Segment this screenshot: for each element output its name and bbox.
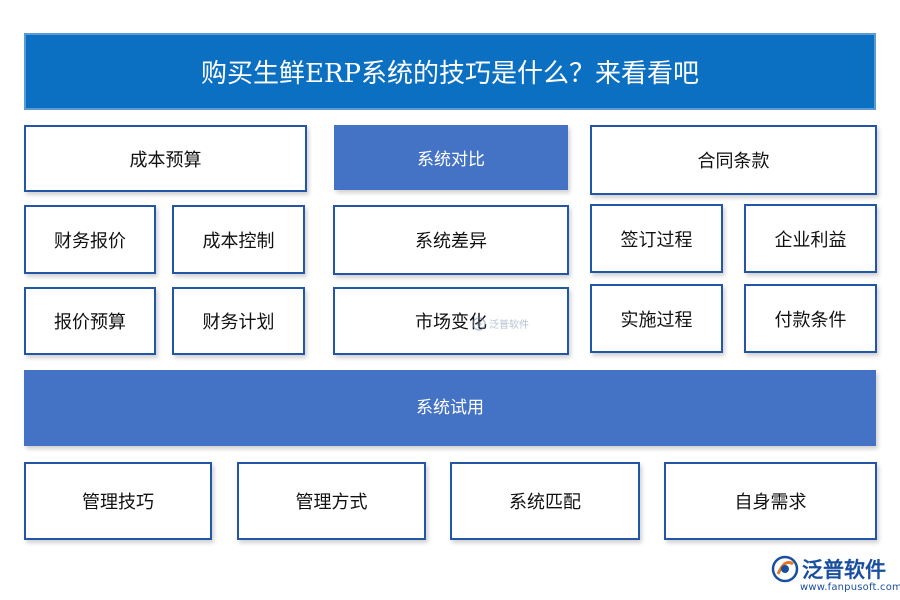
node-implement-process: 实施过程 <box>590 284 723 353</box>
brand-url: www.fanpusoft.com <box>800 582 900 593</box>
node-market-change: 市场变化 <box>333 287 569 355</box>
watermark-logo-icon <box>472 316 486 331</box>
node-system-compare: 系统对比 <box>334 125 568 190</box>
node-quote-budget: 报价预算 <box>24 287 156 355</box>
brand-name: 泛普软件 <box>802 558 886 582</box>
node-system-diff: 系统差异 <box>333 205 569 275</box>
node-payment-terms: 付款条件 <box>744 284 877 353</box>
brand-logo: 泛普软件 www.fanpusoft.com <box>770 552 900 596</box>
node-contract-terms: 合同条款 <box>590 125 877 195</box>
node-system-trial: 系统试用 <box>24 370 876 446</box>
node-enterprise-benefit: 企业利益 <box>744 204 877 273</box>
watermark: 泛普软件 <box>472 316 529 331</box>
node-finance-plan: 财务计划 <box>172 287 305 355</box>
node-cost-budget: 成本预算 <box>24 125 307 192</box>
node-manage-method: 管理方式 <box>237 462 426 540</box>
node-self-need: 自身需求 <box>664 462 877 540</box>
diagram-title: 购买生鲜ERP系统的技巧是什么？来看看吧 <box>24 33 876 110</box>
node-system-match: 系统匹配 <box>450 462 640 540</box>
node-finance-quote: 财务报价 <box>24 205 156 274</box>
node-sign-process: 签订过程 <box>590 204 723 273</box>
node-cost-control: 成本控制 <box>172 205 305 274</box>
watermark-text: 泛普软件 <box>489 320 529 331</box>
brand-logo-icon <box>771 555 799 583</box>
node-manage-skill: 管理技巧 <box>24 462 212 540</box>
